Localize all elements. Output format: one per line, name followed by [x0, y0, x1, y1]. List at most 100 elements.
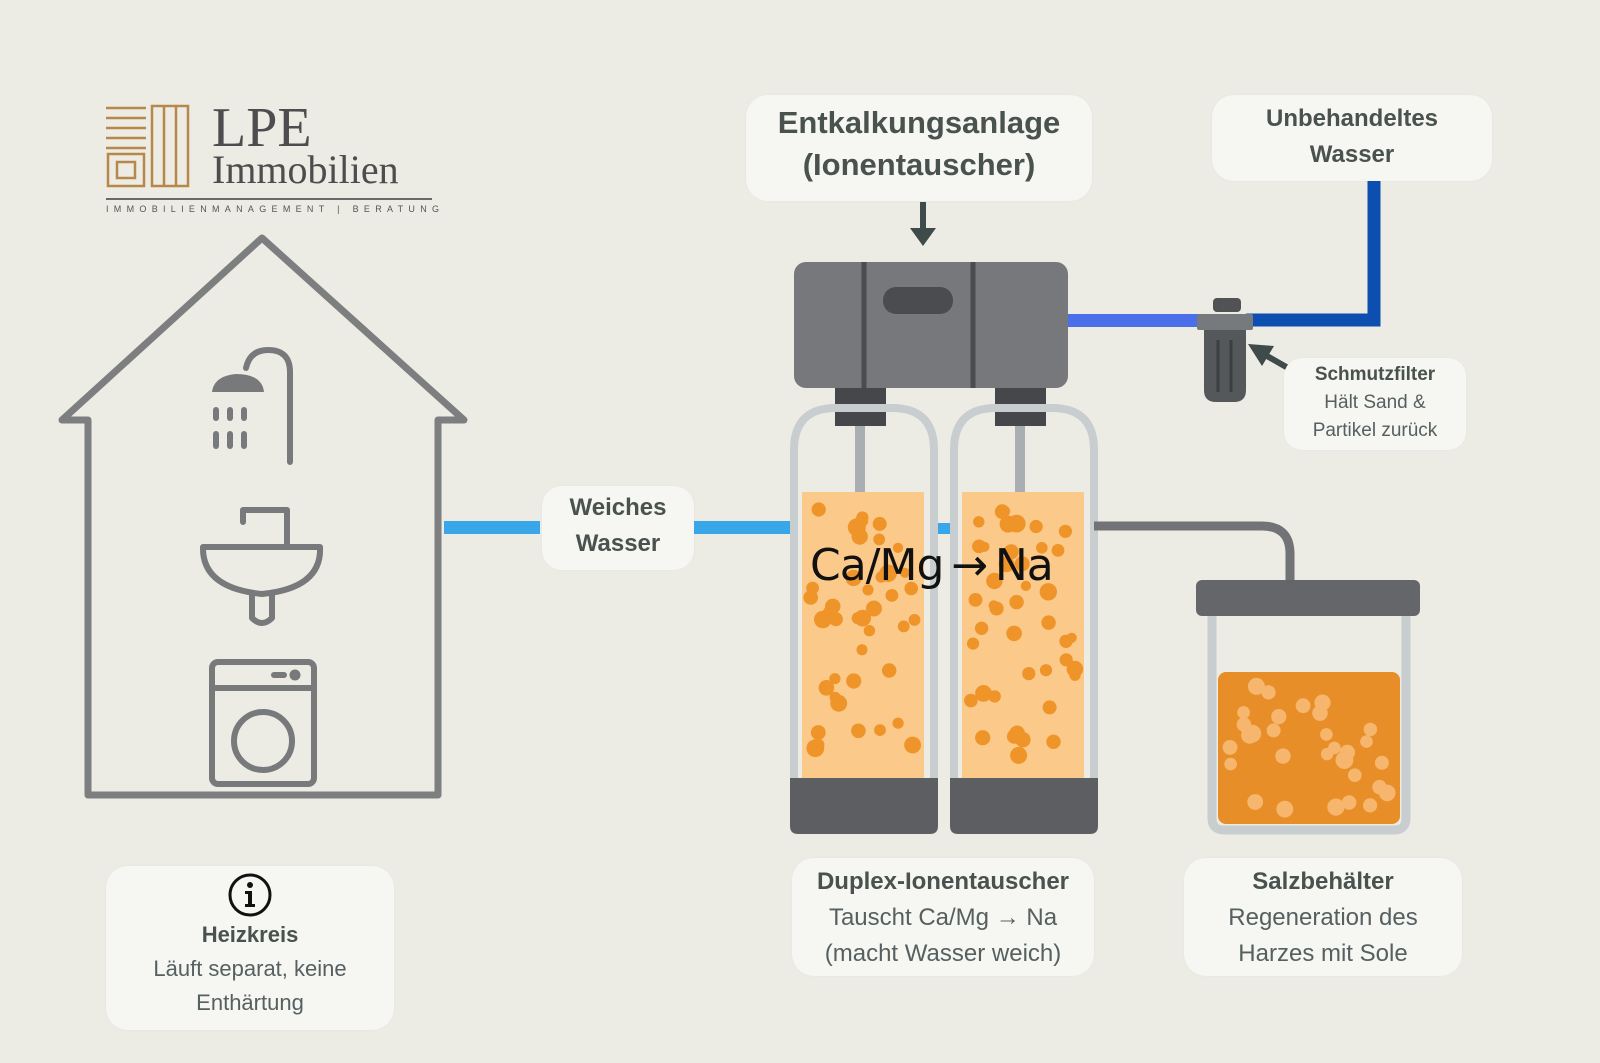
duplex-title: Duplex-Ionentauscher [816, 868, 1070, 895]
filter-body-line2: Partikel zurück [1312, 420, 1438, 441]
resin-bead [1051, 544, 1065, 557]
resin-bead [1041, 615, 1056, 630]
salt-crystal [1360, 735, 1373, 748]
raw-water-title-line1: Unbehandeltes [1265, 105, 1439, 132]
resin-bead [1036, 542, 1048, 554]
salt-crystal [1374, 755, 1389, 770]
soft-water-label-card: Weiches Wasser [542, 486, 694, 570]
resin-bead [1046, 734, 1061, 749]
dirt-filter [1197, 298, 1253, 402]
heating-body-line2: Enthärtung [196, 990, 304, 1015]
resin-bead [829, 673, 841, 685]
resin-bead [904, 736, 921, 754]
softener-title-line1: Entkalkungsanlage [777, 105, 1061, 140]
logo-divider [106, 198, 432, 200]
resin-bead [964, 693, 978, 708]
salt-crystal [1348, 768, 1362, 782]
resin-bead [1006, 625, 1022, 642]
resin-bead [862, 584, 874, 596]
sink-icon [199, 507, 324, 626]
resin-bead [975, 730, 991, 746]
salt-crystal [1341, 795, 1357, 810]
softener-pointer-arrow [910, 202, 936, 246]
soft-water-title-line1: Weiches [569, 494, 667, 521]
resin-bead [892, 542, 904, 554]
resin-bead [818, 680, 835, 696]
resin-bead [973, 516, 985, 528]
salt-crystal [1320, 728, 1333, 741]
softener-title-line2: (Ionentauscher) [802, 147, 1036, 182]
soft-water-title-line2: Wasser [575, 530, 661, 557]
resin-bead [1066, 632, 1077, 643]
salt-crystals [1222, 677, 1396, 818]
resin-bead [974, 621, 989, 635]
resin-bead [855, 514, 869, 528]
resin-bead [885, 589, 899, 602]
salt-crystal [1237, 706, 1250, 719]
resin-bead [1003, 544, 1019, 560]
resin-bead [1059, 653, 1073, 667]
salt-crystal [1271, 709, 1287, 725]
resin-beads-tank-2 [964, 504, 1084, 764]
salt-crystal [1378, 784, 1396, 802]
resin-bead [908, 614, 921, 626]
resin-bead [851, 528, 868, 545]
filter-pointer-arrow [1248, 344, 1290, 371]
duplex-body-line1: Tauscht Ca/Mg → Na [828, 904, 1058, 931]
resin-bead [830, 694, 848, 712]
salt-tank [1196, 580, 1420, 835]
resin-beads-tank-1 [803, 502, 921, 758]
resin-bead [803, 590, 818, 605]
duplex-body-line2: (macht Wasser weich) [824, 940, 1062, 967]
duplex-label-card: Duplex-Ionentauscher Tauscht Ca/Mg → Na … [792, 858, 1094, 976]
resin-bead [968, 593, 983, 607]
resin-bead [999, 506, 1011, 517]
raw-water-title-line2: Wasser [1309, 141, 1395, 168]
salt-crystal [1328, 741, 1341, 755]
info-icon [228, 873, 272, 917]
salt-crystal [1224, 757, 1237, 771]
filter-title: Schmutzfilter [1314, 364, 1436, 385]
resin-bead [1010, 746, 1028, 764]
resin-bead [972, 539, 986, 554]
resin-tank-2 [950, 404, 1098, 834]
salt-crystal [1261, 685, 1276, 700]
heating-title: Heizkreis [201, 922, 299, 947]
salt-crystal [1363, 798, 1378, 813]
resin-bead [986, 572, 1003, 590]
resin-bead [998, 556, 1015, 573]
logo-mark [106, 104, 190, 188]
control-valve-head [794, 262, 1068, 426]
resin-bead [897, 620, 910, 633]
salt-crystal [1363, 722, 1378, 737]
resin-bead [899, 567, 911, 578]
resin-bead [988, 600, 999, 611]
salt-crystal [1276, 800, 1294, 818]
salt-crystal [1247, 677, 1265, 695]
salt-label-card: Salzbehälter Regeneration des Harzes mit… [1184, 858, 1462, 976]
resin-bead [874, 724, 886, 736]
salt-crystal [1236, 717, 1252, 732]
resin-bead [811, 502, 826, 517]
salt-crystal [1312, 705, 1328, 721]
resin-bead [1029, 519, 1043, 534]
logo-name-line2: Immobilien [212, 147, 399, 192]
salt-crystal [1327, 798, 1345, 816]
resin-bead [865, 600, 882, 617]
heating-circuit-card: Heizkreis Läuft separat, keine Enthärtun… [106, 866, 394, 1030]
resin-bead [812, 738, 825, 751]
softener-label-card: Entkalkungsanlage (Ionentauscher) [746, 95, 1092, 201]
resin-bead [1039, 664, 1053, 677]
resin-bead [1009, 594, 1024, 610]
resin-bead [879, 564, 897, 583]
resin-bead [1069, 669, 1081, 681]
resin-bead [1039, 583, 1058, 601]
salt-crystal [1275, 748, 1291, 764]
resin-bead [845, 569, 862, 587]
resin-bead [846, 673, 862, 689]
resin-bead [1042, 700, 1057, 715]
salt-body-line1: Regeneration des [1228, 904, 1418, 931]
resin-bead [904, 581, 918, 596]
resin-bead [851, 723, 866, 739]
